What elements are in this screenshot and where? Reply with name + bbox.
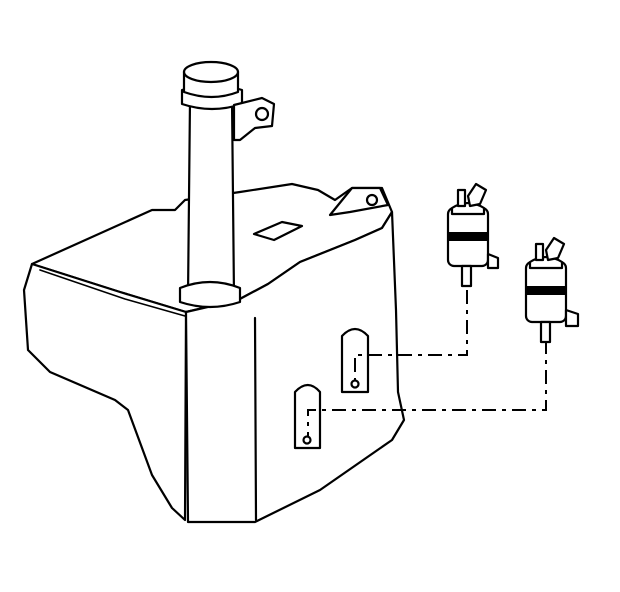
reservoir-front-face — [184, 210, 406, 524]
upper-port-hole — [350, 379, 360, 389]
pump-rear-outlet — [564, 308, 580, 328]
mounting-tab-hole — [365, 193, 379, 207]
reservoir-corner-edge — [253, 316, 258, 522]
pump-front-connector — [466, 182, 488, 208]
lower-port-recess — [293, 383, 322, 450]
pump-front-terminal — [456, 188, 467, 208]
reservoir — [22, 182, 406, 524]
pump-front-band — [447, 232, 489, 241]
filler-neck — [178, 60, 276, 309]
filler-cap-top — [182, 60, 240, 84]
pump-rear — [524, 236, 580, 344]
pump-front-outlet — [486, 252, 500, 270]
neck-bracket-hole — [254, 106, 270, 122]
pump-rear-terminal — [534, 242, 545, 262]
filler-neck-tube — [186, 98, 236, 298]
neck-bracket — [232, 96, 276, 142]
pump-front-inlet — [460, 264, 473, 288]
pump-front — [446, 182, 500, 288]
leader-pump-rear-to-lower-port — [307, 340, 547, 436]
filler-neck-base-collar — [178, 280, 242, 309]
fill-level-window — [252, 220, 304, 242]
reservoir-left-side — [22, 262, 188, 522]
pump-rear-inlet — [539, 320, 552, 344]
reservoir-top-edge-inner — [39, 269, 186, 317]
pump-rear-band — [525, 286, 567, 295]
leader-pump-front-to-upper-port — [354, 290, 468, 380]
pump-rear-connector — [544, 236, 566, 262]
lower-port-hole — [302, 435, 312, 445]
lower-pump-port — [293, 383, 322, 450]
